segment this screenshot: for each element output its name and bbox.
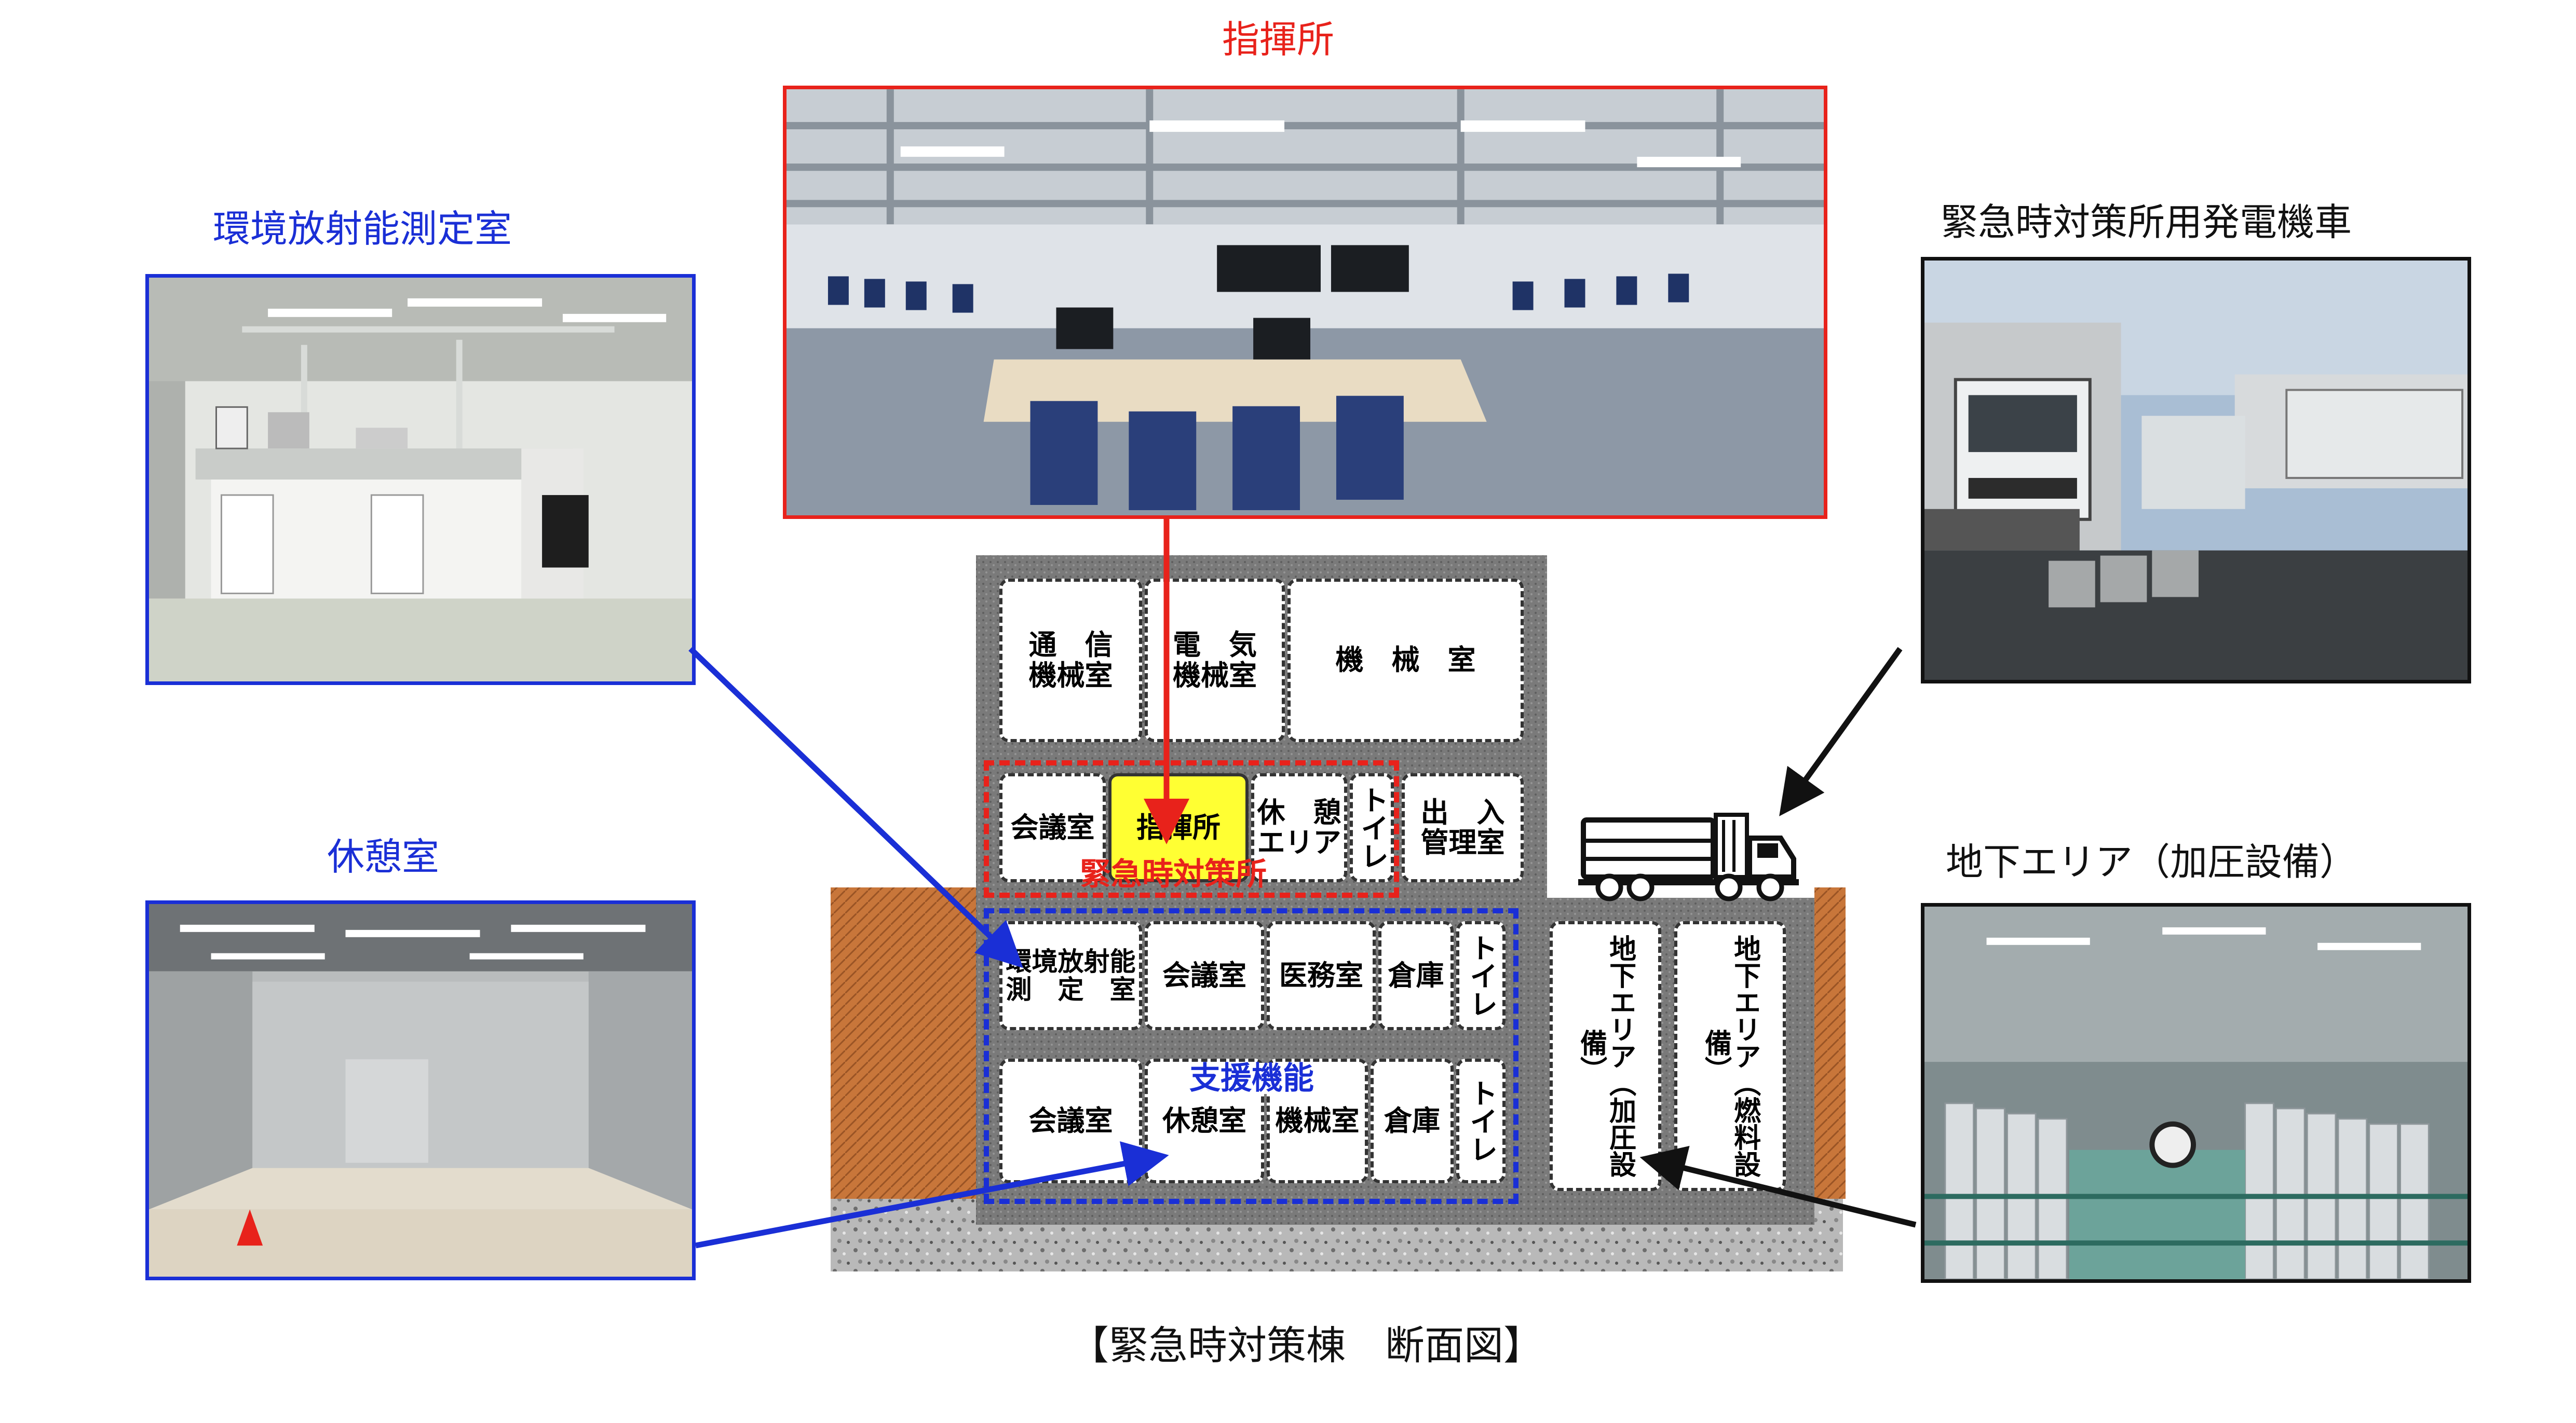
emergency-office-label: 緊急時対策所 — [1080, 856, 1267, 893]
room-storage-b1: 倉庫 — [1378, 921, 1454, 1030]
rest-room-photo — [145, 900, 696, 1280]
room-underground-fuel: 地下エリア（燃料設備） — [1674, 921, 1786, 1191]
label-underground-area: 地下エリア（加圧設備） — [1946, 840, 2357, 884]
truck-icon — [1578, 813, 1799, 901]
command-center-photo — [783, 86, 1827, 519]
soil-right — [1814, 887, 1846, 1199]
label-generator-truck: 緊急時対策所用発電機車 — [1941, 200, 2352, 244]
diagram-caption: 【緊急時対策棟 断面図】 — [1069, 1322, 1543, 1369]
room-comm-machine: 通 信 機械室 — [999, 579, 1142, 742]
support-function-group — [984, 908, 1519, 1204]
env-radiation-room-photo — [145, 274, 696, 685]
room-meeting-2f: 会議室 — [999, 773, 1106, 882]
underground-area-photo — [1921, 903, 2471, 1283]
room-meeting-b1: 会議室 — [1145, 921, 1264, 1030]
room-storage-b2: 倉庫 — [1371, 1059, 1454, 1183]
label-rest-room: 休憩室 — [327, 835, 440, 879]
room-toilet-b2: トイレ — [1456, 1059, 1506, 1183]
label-command-center: 指揮所 — [1222, 18, 1335, 61]
room-access-control: 出 入 管理室 — [1402, 773, 1524, 882]
room-medical: 医務室 — [1267, 921, 1376, 1030]
support-function-label: 支援機能 — [1186, 1063, 1317, 1094]
label-env-radiation-room: 環境放射能測定室 — [213, 207, 512, 251]
room-toilet-b1: トイレ — [1456, 921, 1506, 1030]
room-machine-3f: 機 械 室 — [1287, 579, 1524, 742]
generator-truck-photo — [1921, 257, 2471, 683]
room-elec-machine: 電 気 機械室 — [1145, 579, 1285, 742]
room-rest-area-2f: 休 憩 エリア — [1251, 773, 1347, 882]
room-underground-pressurization: 地下エリア（加圧設備） — [1550, 921, 1661, 1191]
room-toilet-2f: トイレ — [1350, 773, 1394, 882]
soil-left — [831, 887, 986, 1199]
